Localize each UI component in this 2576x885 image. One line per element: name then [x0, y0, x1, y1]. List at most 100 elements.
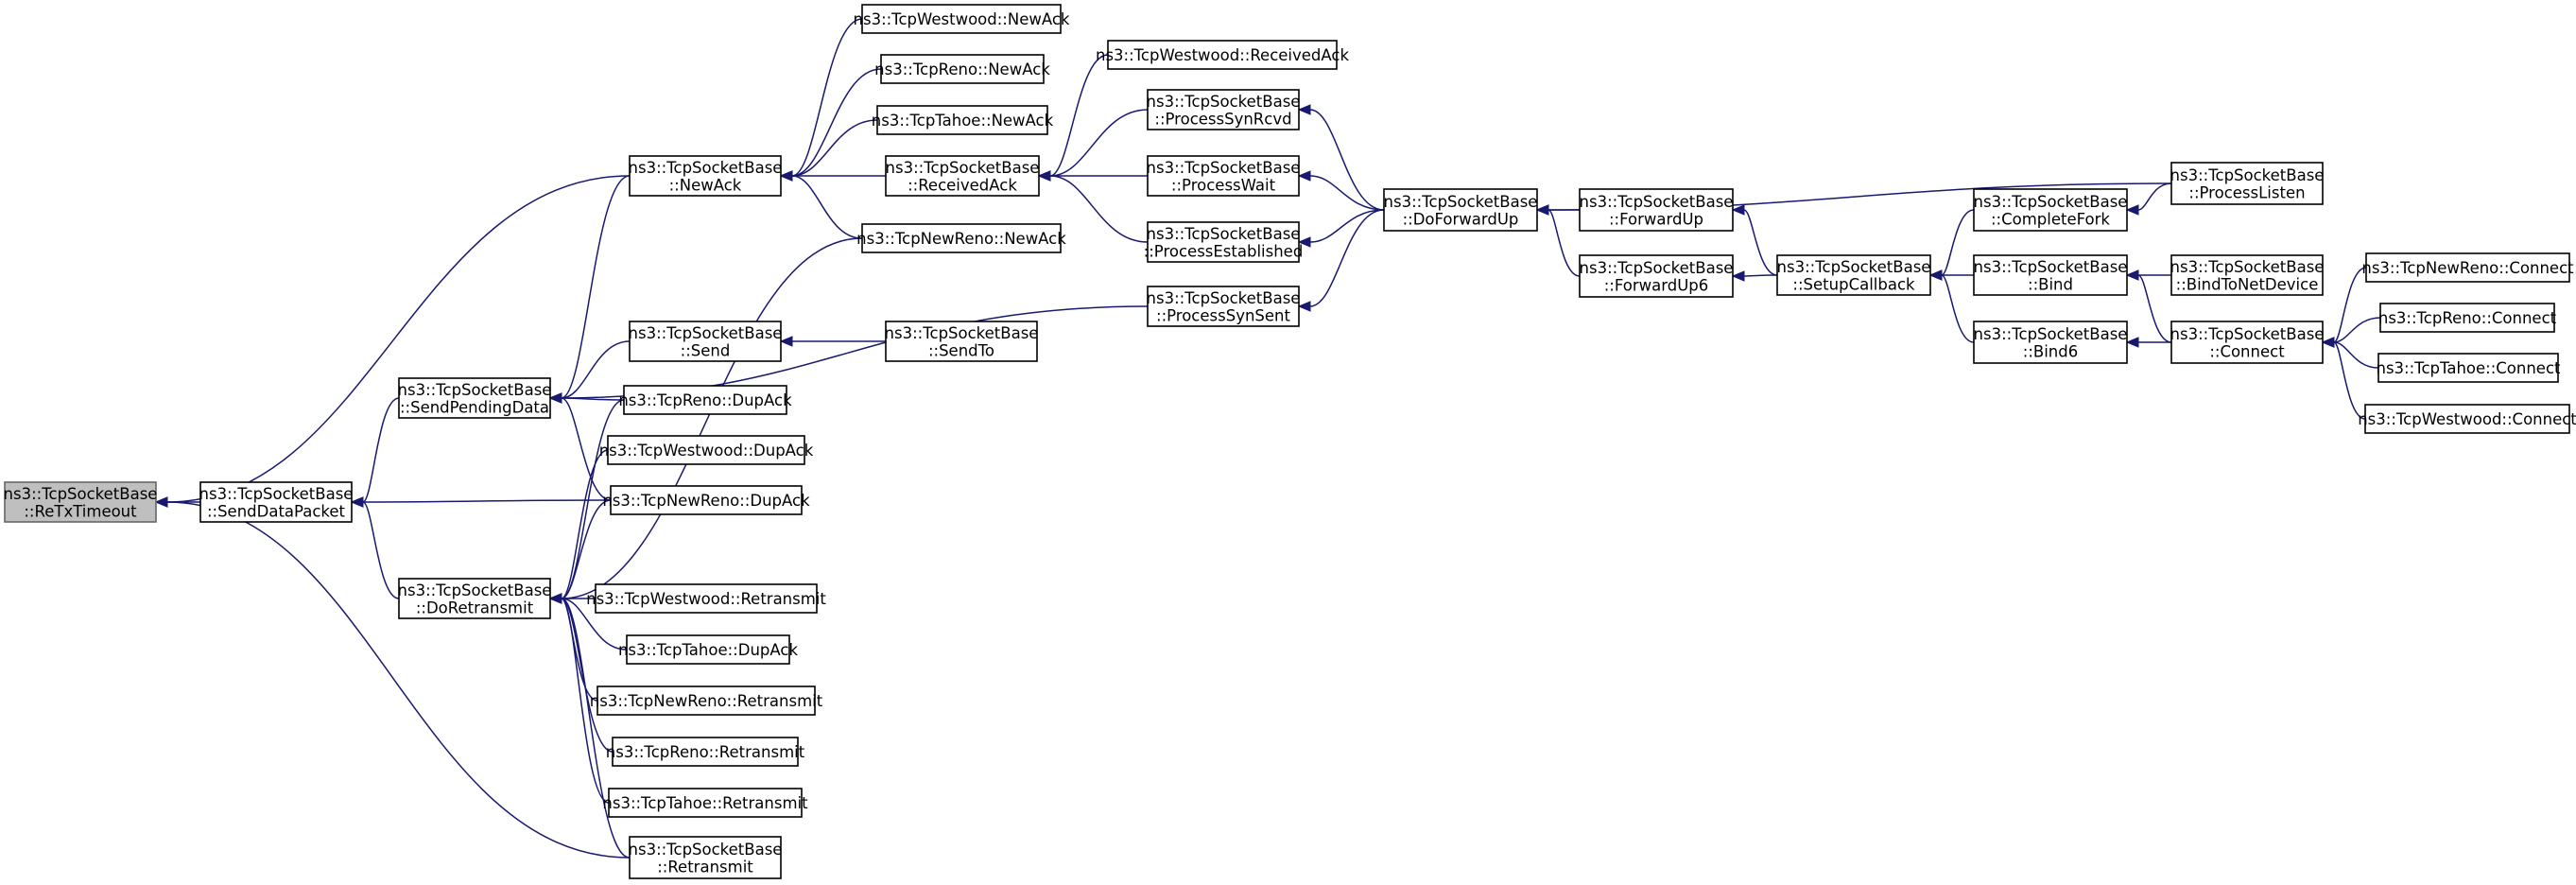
edge-arrowhead: [548, 593, 562, 604]
node-box: [607, 435, 805, 465]
node-label: ::Retransmit: [657, 858, 753, 876]
graph-node-bind[interactable]: ns3::TcpSocketBase::Bind: [1973, 254, 2128, 296]
edge-line: [362, 499, 612, 503]
graph-node-tdup[interactable]: ns3::TcpTahoe::DupAck: [618, 634, 798, 665]
graph-node-rna[interactable]: ns3::TcpReno::NewAck: [874, 54, 1050, 84]
call-edge-spd-newack: [548, 175, 631, 404]
call-edge-newack-rna: [779, 68, 882, 182]
graph-node-tna[interactable]: ns3::TcpTahoe::NewAck: [872, 105, 1054, 135]
edge-arrowhead: [2125, 269, 2139, 281]
node-label: ::ProcessWait: [1171, 176, 1276, 194]
call-edge-doret-tbret: [548, 593, 631, 859]
edge-arrowhead: [1928, 269, 1943, 281]
node-label: ns3::TcpSocketBase: [1147, 225, 1301, 243]
node-box: [1973, 254, 2128, 296]
node-box: [2379, 303, 2555, 333]
node-label: ::ForwardUp: [1609, 210, 1703, 228]
graph-node-fu6[interactable]: ns3::TcpSocketBase::ForwardUp6: [1579, 254, 1734, 298]
graph-node-send[interactable]: ns3::TcpSocketBase::Send: [629, 321, 783, 362]
graph-node-conn[interactable]: ns3::TcpSocketBase::Connect: [2170, 321, 2325, 364]
graph-node-rconn[interactable]: ns3::TcpReno::Connect: [2378, 303, 2557, 333]
graph-node-newack[interactable]: ns3::TcpSocketBase::NewAck: [629, 155, 783, 197]
graph-node-bind6[interactable]: ns3::TcpSocketBase::Bind6: [1973, 321, 2128, 364]
node-box: [1776, 254, 1931, 296]
edge-line: [1049, 54, 1109, 177]
call-edge-sdp-spd: [350, 397, 400, 508]
call-edge-sdp-doret: [350, 496, 400, 599]
graph-node-fu[interactable]: ns3::TcpSocketBase::ForwardUp: [1579, 188, 1734, 232]
graph-node-pss[interactable]: ns3::TcpSocketBase::ProcessSynSent: [1147, 286, 1301, 327]
graph-node-sendto[interactable]: ns3::TcpSocketBase::SendTo: [885, 321, 1039, 362]
node-label: ::Send: [681, 341, 731, 359]
edge-line: [791, 175, 863, 239]
call-edge-conn-nrconn: [2321, 267, 2367, 348]
edge-line: [2333, 341, 2366, 420]
graph-node-wna[interactable]: ns3::TcpWestwood::NewAck: [854, 4, 1070, 34]
graph-node-scb[interactable]: ns3::TcpSocketBase::SetupCallback: [1776, 254, 1931, 296]
graph-node-tret[interactable]: ns3::TcpTahoe::Retransmit: [602, 788, 808, 818]
graph-node-btnd[interactable]: ns3::TcpSocketBase::BindToNetDevice: [2170, 254, 2325, 296]
graph-node-wdup[interactable]: ns3::TcpWestwood::DupAck: [599, 435, 814, 465]
graph-node-spd[interactable]: ns3::TcpSocketBase::SendPendingData: [398, 377, 552, 419]
node-label: ns3::TcpTahoe::Retransmit: [602, 794, 808, 812]
node-label: ns3::TcpSocketBase: [1974, 258, 2128, 276]
graph-node-cf[interactable]: ns3::TcpSocketBase::CompleteFork: [1973, 188, 2128, 232]
graph-node-nrna[interactable]: ns3::TcpNewReno::NewAck: [856, 223, 1066, 253]
call-edge-rack-psr: [1037, 109, 1149, 182]
edge-line: [2333, 317, 2381, 343]
call-edge-bind-conn: [2125, 269, 2172, 343]
graph-node-dfu[interactable]: ns3::TcpSocketBase::DoForwardUp: [1383, 188, 1538, 232]
edge-line: [1309, 109, 1385, 211]
graph-node-retx[interactable]: ns3::TcpSocketBase::ReTxTimeout: [4, 481, 158, 523]
graph-node-wrack[interactable]: ns3::TcpWestwood::ReceivedAck: [1096, 40, 1349, 70]
graph-node-pw[interactable]: ns3::TcpSocketBase::ProcessWait: [1147, 155, 1301, 197]
edge-arrowhead: [1037, 170, 1051, 182]
node-box: [623, 385, 787, 415]
node-box: [1579, 188, 1734, 232]
edge-arrowhead: [2321, 337, 2335, 348]
node-label: ::ProcessSynSent: [1156, 306, 1290, 324]
node-label: ns3::TcpWestwood::DupAck: [599, 442, 814, 460]
graph-node-nrconn[interactable]: ns3::TcpNewReno::Connect: [2361, 252, 2574, 283]
edge-line: [1049, 109, 1149, 177]
graph-node-pl[interactable]: ns3::TcpSocketBase::ProcessListen: [2170, 162, 2325, 205]
graph-node-psr[interactable]: ns3::TcpSocketBase::ProcessSynRcvd: [1147, 89, 1301, 130]
node-box: [398, 578, 551, 619]
node-label: ns3::TcpSocketBase: [1147, 93, 1301, 111]
node-label: ns3::TcpSocketBase: [1580, 259, 1734, 277]
node-label: ns3::TcpSocketBase: [1974, 325, 2128, 343]
node-box: [398, 377, 551, 419]
graph-node-pe[interactable]: ns3::TcpSocketBase::ProcessEstablished: [1144, 221, 1304, 263]
node-label: ::ForwardUp6: [1604, 276, 1709, 294]
graph-node-wconn[interactable]: ns3::TcpWestwood::Connect: [2358, 404, 2576, 434]
graph-node-rdup[interactable]: ns3::TcpReno::DupAck: [618, 385, 792, 415]
node-box: [2170, 254, 2324, 296]
node-label: ::Bind6: [2023, 342, 2078, 360]
edge-arrowhead: [2125, 337, 2139, 348]
graph-node-nrret[interactable]: ns3::TcpNewReno::Retransmit: [590, 685, 823, 716]
edge-line: [362, 397, 400, 503]
graph-node-rack[interactable]: ns3::TcpSocketBase::ReceivedAck: [885, 155, 1040, 197]
node-box: [885, 321, 1038, 362]
node-label: ::ProcessSynRcvd: [1154, 110, 1291, 128]
graph-node-rret[interactable]: ns3::TcpReno::Retransmit: [606, 737, 805, 767]
graph-node-wret[interactable]: ns3::TcpWestwood::Retransmit: [586, 583, 826, 614]
graph-node-tconn[interactable]: ns3::TcpTahoe::Connect: [2377, 353, 2562, 383]
call-edge-scb-bind6: [1928, 269, 1975, 343]
edge-line: [791, 119, 878, 177]
node-label: ns3::TcpNewReno::DupAck: [602, 492, 810, 510]
node-label: ns3::TcpSocketBase: [629, 324, 783, 342]
node-label: ns3::TcpSocketBase: [1147, 289, 1301, 307]
call-edge-newack-nrna: [779, 170, 863, 239]
edge-arrowhead: [779, 336, 793, 347]
graph-node-doret[interactable]: ns3::TcpSocketBase::DoRetransmit: [398, 578, 552, 619]
graph-node-tbret[interactable]: ns3::TcpSocketBase::Retransmit: [629, 836, 783, 879]
node-box: [861, 223, 1062, 253]
node-label: ns3::TcpSocketBase: [1147, 159, 1301, 177]
edge-line: [362, 501, 400, 599]
node-box: [2364, 404, 2570, 434]
node-box: [1147, 286, 1300, 327]
edge-arrowhead: [1535, 204, 1549, 216]
graph-node-nrdup[interactable]: ns3::TcpNewReno::DupAck: [602, 485, 810, 515]
graph-node-sdp[interactable]: ns3::TcpSocketBase::SendDataPacket: [199, 481, 354, 523]
